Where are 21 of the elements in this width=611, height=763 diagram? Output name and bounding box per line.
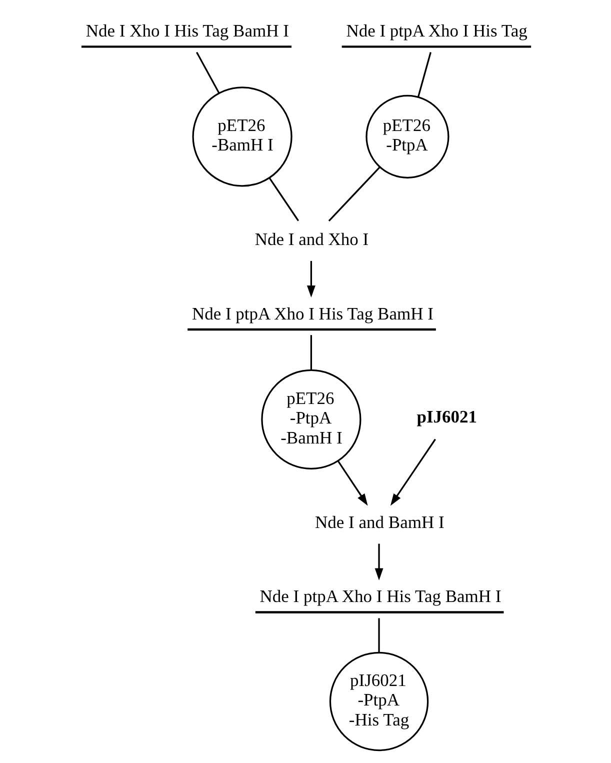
node-circle: pET26 -BamH I — [192, 86, 292, 187]
node-text: Nde I Xho I His Tag BamH I — [85, 20, 288, 41]
node-circle: pET26 -PtpA — [365, 94, 449, 178]
node-circle: pET26 -PtpA -BamH I — [260, 369, 361, 470]
arrow — [374, 544, 383, 580]
node-text: Nde I and Xho I — [254, 229, 368, 250]
arrow — [337, 460, 368, 506]
node-text: Nde I ptpA Xho I His Tag — [346, 20, 527, 41]
arrow — [306, 260, 315, 298]
connector — [196, 52, 220, 94]
arrow — [390, 438, 436, 506]
node-text: Nde I and BamH I — [314, 512, 444, 532]
connector — [417, 52, 431, 97]
connector — [268, 178, 298, 222]
node-text: pIJ6021 — [416, 406, 477, 427]
connector — [378, 618, 380, 652]
node-circle: pIJ6021 -PtpA -His Tag — [328, 652, 428, 752]
connector — [310, 335, 312, 370]
node-text: Nde I ptpA Xho I His Tag BamH I — [191, 303, 433, 324]
node-text: Nde I ptpA Xho I His Tag BamH I — [259, 586, 501, 606]
connector — [328, 166, 380, 222]
